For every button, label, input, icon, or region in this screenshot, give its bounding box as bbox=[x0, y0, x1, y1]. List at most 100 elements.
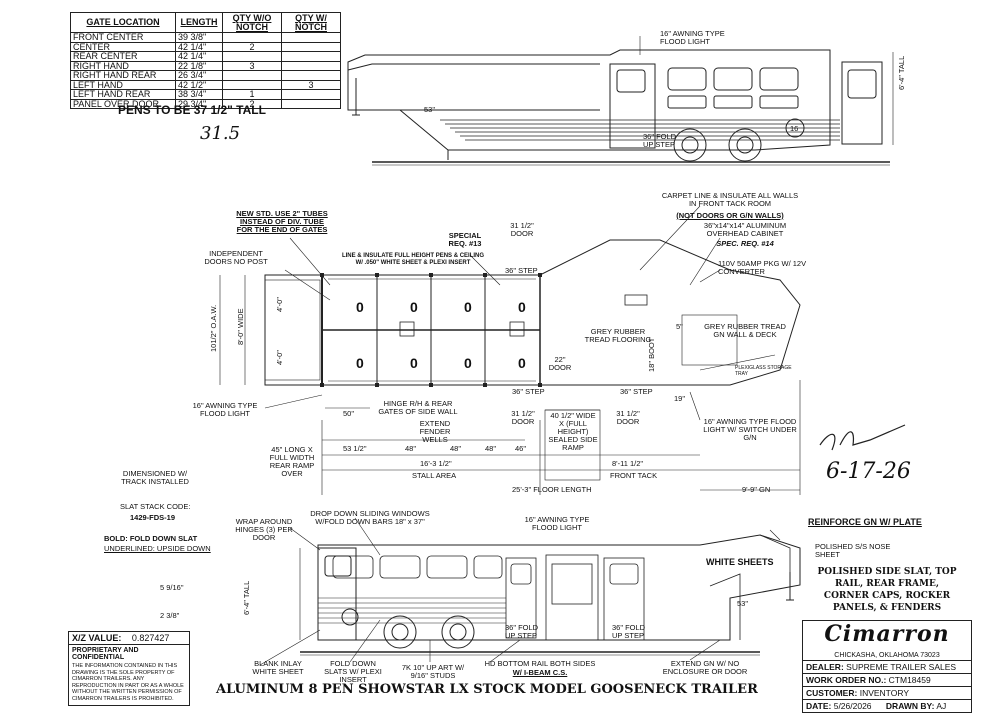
note-carpet: CARPET LINE & INSULATE ALL WALLS IN FRON… bbox=[661, 191, 799, 208]
note-hinge: HINGE R/H & REAR GATES OF SIDE WALL bbox=[378, 399, 458, 416]
dim-48b: 48" bbox=[450, 444, 462, 453]
company-location: CHICKASHA, OKLAHOMA 73023 bbox=[834, 652, 940, 659]
label-front-tack: FRONT TACK bbox=[610, 471, 658, 480]
note-extend-gn: EXTEND GN W/ NO ENCLOSURE OR DOOR bbox=[662, 659, 748, 676]
dim-slat-2: 2 3/8" bbox=[160, 611, 180, 620]
note-ramp: 40 1/2" WIDE X (FULL HEIGHT) SEALED SIDE… bbox=[548, 411, 598, 452]
dim-19: 19" bbox=[674, 394, 686, 403]
dim-4ft-a: 4'-0" bbox=[275, 297, 284, 312]
pen-label: 0 bbox=[518, 299, 526, 315]
dealer-label: DEALER: bbox=[806, 662, 844, 672]
note-tack-boot: 18" BOOT bbox=[647, 337, 656, 372]
company-logo: Cimarron bbox=[824, 621, 950, 647]
dim-slat-5: 5 9/16" bbox=[160, 583, 184, 592]
note-white-sheets: WHITE SHEETS bbox=[706, 557, 774, 567]
top-fold-step: 36" FOLD UP STEP bbox=[643, 132, 677, 149]
col-qty-wo-notch: QTY W/O NOTCH bbox=[222, 12, 282, 33]
bottom-side-view bbox=[259, 517, 801, 666]
note-carpet-not: (NOT DOORS OR G/N WALLS) bbox=[676, 211, 784, 220]
note-dimensioned: DIMENSIONED W/ TRACK INSTALLED bbox=[121, 469, 189, 486]
note-underlined: UNDERLINED: UPSIDE DOWN bbox=[104, 544, 211, 553]
note-axle: 7K 10" UP ART W/ 9/16" STUDS bbox=[401, 663, 465, 680]
col-qty-w-notch: QTY W/ NOTCH bbox=[281, 12, 341, 33]
note-grey-gn: GREY RUBBER TREAD GN WALL & DECK bbox=[704, 322, 786, 339]
pen-label: 0 bbox=[464, 299, 472, 315]
note-door-31b: 31 1/2" DOOR bbox=[616, 409, 640, 426]
note-rear-ramp: 45" LONG X FULL WIDTH REAR RAMP OVER bbox=[269, 445, 315, 478]
note-grey-tack: GREY RUBBER TREAD FLOORING bbox=[584, 327, 652, 344]
logo-area: Cimarron bbox=[803, 621, 971, 651]
floor-plan bbox=[219, 205, 801, 495]
drawn-by-label: DRAWN BY: bbox=[885, 701, 935, 711]
note-step-36b: 36" STEP bbox=[620, 387, 653, 396]
note-plexiglass: PLEXIGLASS STORAGE TRAY bbox=[735, 365, 792, 377]
dealer-value: SUPREME TRAILER SALES bbox=[846, 662, 957, 672]
note-cabinet: 36"x14"x14" ALUMINUM OVERHEAD CABINET bbox=[703, 221, 787, 238]
dim-gn-length: 9'-9" GN bbox=[742, 485, 771, 494]
note-converter: 110V 50AMP PKG W/ 12V CONVERTER bbox=[718, 259, 807, 276]
note-awning-right: 16" AWNING TYPE FLOOD LIGHT W/ SWITCH UN… bbox=[703, 417, 797, 442]
label-stall-area: STALL AREA bbox=[412, 471, 457, 480]
col-gate-location: GATE LOCATION bbox=[70, 12, 176, 33]
dim-stall: 16'-3 1/2" bbox=[420, 459, 452, 468]
xz-value: 0.827427 bbox=[131, 633, 170, 643]
pen-label: 0 bbox=[410, 355, 418, 371]
note-door-22: 22" DOOR bbox=[548, 355, 572, 372]
date-label: DATE: bbox=[806, 701, 832, 711]
note-line-insulate: LINE & INSULATE FULL HEIGHT PENS & CEILI… bbox=[341, 253, 485, 266]
top-height-dim: 6'-4" TALL bbox=[897, 55, 906, 90]
dim-wide: 8'-0" WIDE bbox=[236, 308, 245, 345]
top-side-view bbox=[347, 36, 894, 166]
dim-48a: 48" bbox=[405, 444, 417, 453]
page-title: ALUMINUM 8 PEN SHOWSTAR LX STOCK MODEL G… bbox=[216, 682, 758, 697]
col-length: LENGTH bbox=[175, 12, 223, 33]
note-slat-code: 1429-FDS-19 bbox=[130, 513, 176, 522]
note-wrap-hinges: WRAP AROUND HINGES (3) PER DOOR bbox=[235, 517, 293, 542]
note-step-top: 36" STEP bbox=[505, 266, 538, 275]
pen-label: 0 bbox=[356, 355, 364, 371]
proprietary-body: THE INFORMATION CONTAINED IN THIS DRAWIN… bbox=[72, 663, 184, 702]
note-ibeam: W/ I-BEAM C.S. bbox=[512, 668, 568, 677]
top-53-dim: 53" bbox=[424, 105, 436, 114]
xz-label: X/Z VALUE: bbox=[72, 633, 122, 643]
note-bold: BOLD: FOLD DOWN SLAT bbox=[104, 534, 198, 543]
xz-row: X/Z VALUE: 0.827427 bbox=[69, 632, 189, 645]
pens-handwritten: 31.5 bbox=[200, 123, 241, 144]
note-fold-slats: FOLD DOWN SLATS W/ PLEXI INSERT bbox=[324, 659, 382, 684]
note-door-top: 31 1/2" DOOR bbox=[510, 221, 534, 238]
note-new-std: NEW STD. USE 2" TUBES INSTEAD OF DIV. TU… bbox=[236, 209, 328, 234]
note-spec-req-14: SPEC. REQ. #14 bbox=[716, 239, 774, 248]
drawn-by-value: AJ bbox=[936, 701, 947, 711]
dim-4ft-b: 4'-0" bbox=[275, 350, 284, 365]
dim-front-tack: 8'-11 1/2" bbox=[612, 459, 644, 468]
customer-value: INVENTORY bbox=[859, 688, 909, 698]
work-order-label: WORK ORDER NO.: bbox=[806, 675, 887, 685]
note-independent-doors: INDEPENDENT DOORS NO POST bbox=[204, 249, 268, 266]
gate-qty-w-cell bbox=[281, 98, 341, 109]
note-door-31a: 31 1/2" DOOR bbox=[511, 409, 535, 426]
date-value: 5/26/2026 bbox=[833, 701, 872, 711]
note-hd-rail: HD BOTTOM RAIL BOTH SIDES bbox=[484, 659, 596, 668]
note-awning-left: 16" AWNING TYPE FLOOD LIGHT bbox=[192, 401, 258, 418]
title-block: Cimarron CHICKASHA, OKLAHOMA 73023 DEALE… bbox=[802, 620, 972, 713]
dim-46: 46" bbox=[515, 444, 527, 453]
bottom-fold-step-b: 36" FOLD UP STEP bbox=[612, 623, 646, 640]
pen-label: 0 bbox=[410, 299, 418, 315]
note-step-36a: 36" STEP bbox=[512, 387, 545, 396]
pens-note: PENS TO BE 37 1/2" TALL bbox=[118, 103, 266, 117]
gate-location-table: GATE LOCATION LENGTH QTY W/O NOTCH QTY W… bbox=[70, 12, 341, 109]
proprietary-box: X/Z VALUE: 0.827427 PROPRIETARY AND CONF… bbox=[68, 631, 190, 706]
note-extend-fender: EXTEND FENDER WELLS bbox=[419, 419, 451, 444]
bottom-height-dim: 6'-4" TALL bbox=[242, 580, 251, 615]
pen-label: 0 bbox=[464, 355, 472, 371]
dim-floor-length: 25'-3" FLOOR LENGTH bbox=[512, 485, 592, 494]
note-bottom-awning: 16" AWNING TYPE FLOOD LIGHT bbox=[524, 515, 590, 532]
note-blank-inlay: BLANK INLAY WHITE SHEET bbox=[252, 659, 304, 676]
work-order-value: CTM18459 bbox=[888, 675, 931, 685]
top-wheel-label: 16 bbox=[790, 124, 799, 133]
bottom-53-dim: 53" bbox=[737, 599, 749, 608]
dim-53: 53 1/2" bbox=[343, 444, 367, 453]
note-polished: POLISHED SIDE SLAT, TOP RAIL, REAR FRAME… bbox=[817, 567, 957, 613]
